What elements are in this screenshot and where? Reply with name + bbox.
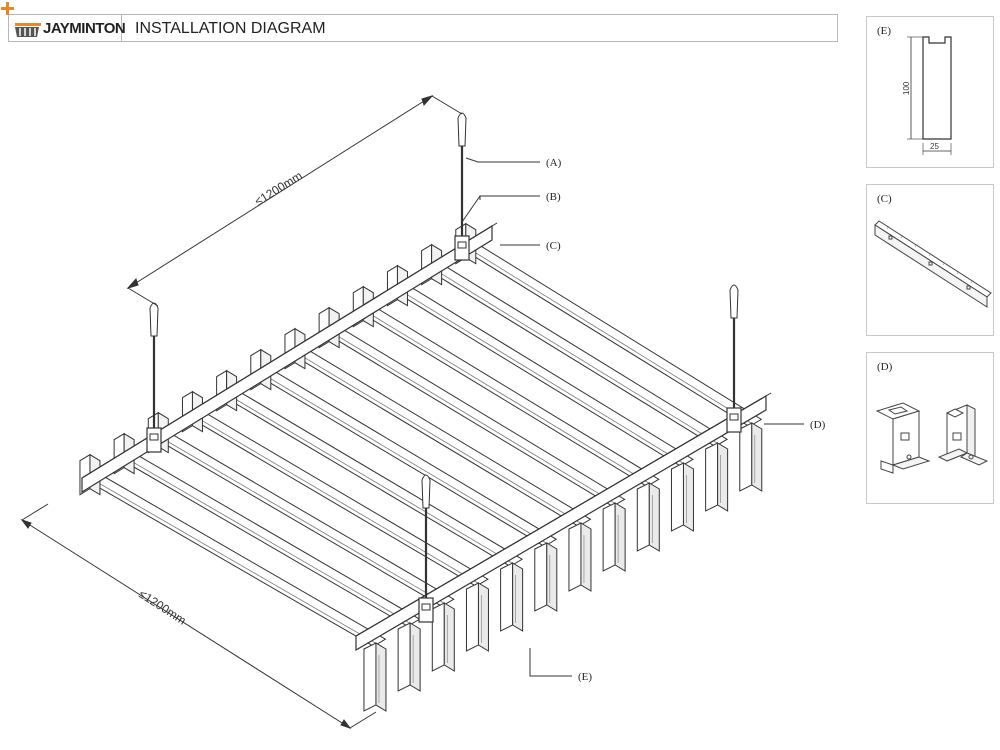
brand-logo: JAYMINTON bbox=[9, 15, 126, 41]
panel-c-label: (C) bbox=[877, 193, 892, 205]
header-bar: JAYMINTON INSTALLATION DIAGRAM bbox=[8, 14, 838, 42]
baffle-front bbox=[500, 562, 514, 632]
baffle-front bbox=[363, 642, 377, 712]
carrier-rail-edge bbox=[189, 412, 481, 585]
callout-lines bbox=[461, 157, 804, 677]
panel-profile-e: (E) 100 25 bbox=[866, 16, 994, 168]
rod-anchor bbox=[421, 474, 431, 509]
main-channel-front-top bbox=[355, 392, 772, 637]
main-channel-back-top bbox=[81, 222, 498, 479]
main-channel-back bbox=[81, 224, 493, 494]
dimension-bottom bbox=[20, 503, 377, 729]
baffle-front bbox=[431, 602, 445, 672]
carrier-rail-edge bbox=[360, 307, 651, 485]
baffle-front-side bbox=[682, 462, 694, 532]
carrier-rails bbox=[82, 239, 763, 647]
rod-anchor bbox=[149, 302, 159, 337]
baffle-front bbox=[636, 482, 650, 552]
hanger-slot bbox=[421, 603, 431, 611]
hanger-slot bbox=[457, 241, 467, 249]
baffle-front bbox=[534, 542, 548, 612]
baffle-front bbox=[568, 522, 582, 592]
carrier-rail-edge bbox=[462, 244, 754, 425]
baffle-front-side bbox=[409, 622, 421, 692]
panel-carrier-c: (C) bbox=[866, 184, 994, 336]
page-title: INSTALLATION DIAGRAM bbox=[135, 20, 326, 37]
main-channels bbox=[81, 222, 772, 652]
panel-hanger-d: (D) bbox=[866, 352, 994, 504]
baffle-front bbox=[602, 502, 616, 572]
hanger-clip-drawing bbox=[875, 402, 989, 474]
baffle-front-side bbox=[443, 602, 455, 672]
carrier-rail-edge bbox=[86, 475, 378, 645]
rod-anchor bbox=[729, 284, 739, 319]
carrier-rail-edge bbox=[257, 370, 549, 545]
suspension-rods bbox=[146, 112, 742, 623]
baffle-front bbox=[705, 442, 719, 512]
carrier-rail-edge bbox=[291, 349, 583, 525]
logo-icon bbox=[15, 23, 41, 37]
baffle-front-side bbox=[751, 422, 763, 492]
brand-name: JAYMINTON bbox=[43, 20, 126, 37]
hanger-slot bbox=[149, 433, 159, 441]
baffle-front bbox=[397, 622, 411, 692]
profile-height: 100 bbox=[902, 81, 911, 95]
dimension-top-label: ≤1200mm bbox=[252, 168, 305, 208]
callout-b: (B) bbox=[546, 191, 561, 203]
rod-anchor bbox=[457, 112, 467, 147]
panel-e-label: (E) bbox=[877, 25, 892, 37]
callout-e: (E) bbox=[578, 671, 592, 683]
baffle-front bbox=[465, 582, 479, 652]
baffle-front-side bbox=[546, 542, 558, 612]
carrier-rail-edge bbox=[120, 454, 412, 625]
carrier-rail-edge bbox=[155, 433, 446, 605]
profile-section-drawing: 100 25 bbox=[902, 36, 952, 155]
profile-width: 25 bbox=[930, 142, 939, 151]
baffle-front bbox=[670, 462, 684, 532]
callout-d: (D) bbox=[810, 419, 826, 431]
dimension-top bbox=[126, 95, 463, 307]
installation-drawing: ≤1200mm ≤1200mm (A) (B) (C) (D) (E) bbox=[20, 95, 826, 729]
carrier-rail-drawing bbox=[874, 220, 992, 308]
hanger-slot bbox=[729, 413, 739, 421]
baffle-front-side bbox=[375, 642, 387, 712]
baffle-front-side bbox=[648, 482, 660, 552]
callout-a: (A) bbox=[546, 157, 562, 169]
baffle-front-side bbox=[512, 562, 524, 632]
callout-c: (C) bbox=[546, 240, 561, 252]
carrier-rail-edge bbox=[325, 328, 617, 505]
baffle-front bbox=[739, 422, 753, 492]
dimension-bottom-label: ≤1200mm bbox=[136, 587, 188, 628]
carrier-rail-edge bbox=[428, 265, 720, 445]
panel-d-label: (D) bbox=[877, 361, 893, 373]
carrier-rail-edge bbox=[223, 391, 515, 565]
baffle-front-side bbox=[614, 502, 626, 572]
carrier-rail-edge bbox=[394, 286, 686, 465]
baffle-front-side bbox=[717, 442, 729, 512]
logo-plus-icon bbox=[1, 2, 14, 15]
baffle-front-side bbox=[580, 522, 592, 592]
baffle-front-side bbox=[477, 582, 489, 652]
